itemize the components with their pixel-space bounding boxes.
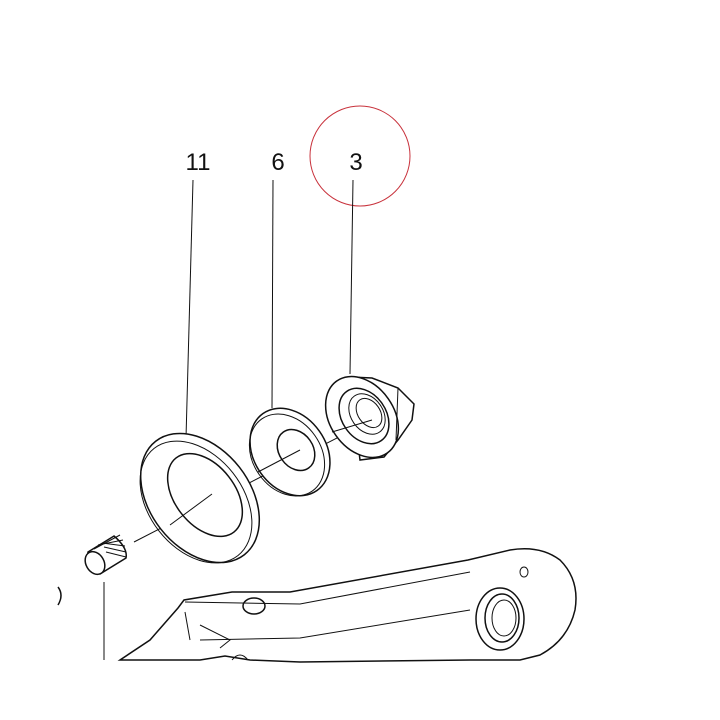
- lever-arm: [117, 548, 577, 663]
- leader-line-11: [185, 179, 194, 439]
- part-3-flanged-nut: [324, 375, 415, 461]
- part-6-washer: [248, 407, 331, 497]
- highlight-circle: [309, 105, 411, 207]
- leader-line-6: [271, 179, 274, 409]
- part-11-washer: [139, 432, 261, 564]
- callout-label-3: 3: [349, 149, 362, 176]
- callout-label-11: 11: [186, 149, 211, 176]
- threaded-plug: [84, 534, 127, 576]
- leader-line-3: [349, 179, 354, 375]
- callout-label-6: 6: [271, 149, 284, 176]
- edge-fragment: [57, 586, 62, 606]
